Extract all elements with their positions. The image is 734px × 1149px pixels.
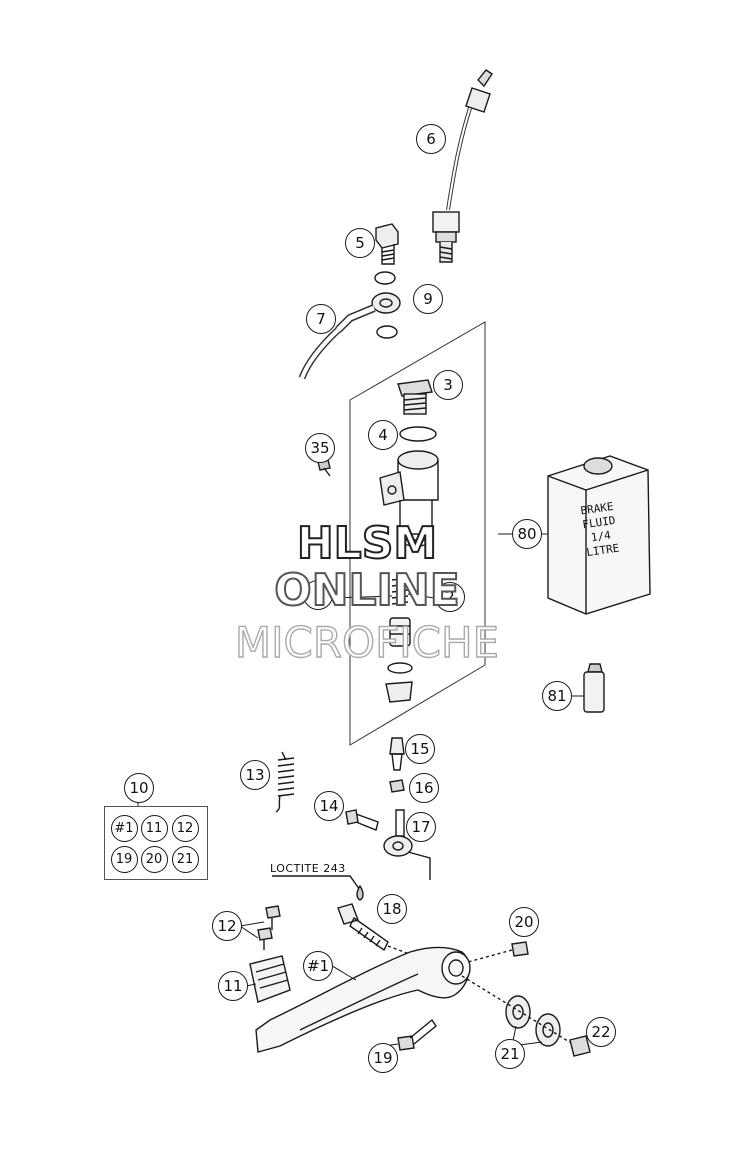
callout-1: 1 — [303, 580, 333, 610]
callout-11: 11 — [218, 971, 248, 1001]
reservoir-fitting-part — [397, 379, 433, 415]
washer-bottom — [376, 325, 398, 339]
callout-4: 4 — [368, 420, 398, 450]
loctite-tube-part — [583, 663, 605, 713]
brake-pedal-tip-part — [249, 955, 291, 1003]
callout-21: 21 — [495, 1039, 525, 1069]
brake-hose-part — [298, 292, 401, 380]
banjo-bolt-part — [375, 223, 399, 265]
kit-item-1: #1 — [110, 814, 138, 842]
callout-22: 22 — [586, 1017, 616, 1047]
callout-81: 81 — [542, 681, 572, 711]
assembly-panel — [349, 321, 486, 746]
callout-14: 14 — [314, 791, 344, 821]
piston-spring-part — [385, 577, 413, 703]
master-cylinder-body — [379, 450, 439, 547]
loctite-leader — [272, 875, 361, 891]
kit-item-12: 12 — [171, 814, 199, 842]
kit-item-19: 19 — [110, 845, 138, 873]
kit-item-21: 21 — [171, 845, 199, 873]
bolts-12-part — [257, 905, 281, 950]
callout-19: 19 — [368, 1043, 398, 1073]
brake-fluid-label: BRAKE FLUID 1/4 LITRE — [572, 499, 627, 561]
brake-pedal-part — [255, 946, 471, 1053]
callout-3: 3 — [433, 370, 463, 400]
callout-13: 13 — [240, 760, 270, 790]
brake-fluid-can-part — [547, 455, 651, 615]
callout-16: 16 — [409, 773, 439, 803]
callout-18: 18 — [377, 894, 407, 924]
callout-leaders — [137, 533, 600, 1047]
callout-10: 10 — [124, 773, 154, 803]
bearings-21-part — [461, 975, 577, 1047]
callout-80: 80 — [512, 519, 542, 549]
kit-item-20: 20 — [140, 845, 168, 873]
bolt-19-part — [397, 1018, 437, 1051]
rod-end-part — [383, 809, 431, 880]
washer-top — [374, 271, 396, 285]
callout-9: 9 — [413, 284, 443, 314]
callout-12: 12 — [212, 911, 242, 941]
bolt-14-part — [345, 809, 379, 831]
loctite-label: LOCTITE 243 — [270, 862, 346, 875]
kit-item-11: 11 — [140, 814, 168, 842]
callout-17: 17 — [406, 812, 436, 842]
callout-pedal-1: #1 — [303, 951, 333, 981]
brake-light-switch-part — [432, 69, 493, 263]
bushing-22-part — [569, 1035, 591, 1057]
callout-6: 6 — [416, 124, 446, 154]
callout-2: 2 — [435, 582, 465, 612]
callout-35: 35 — [305, 433, 335, 463]
pushrod-adjuster-part — [389, 737, 405, 771]
leader-20 — [467, 949, 513, 963]
callout-15: 15 — [405, 734, 435, 764]
o-ring-part — [399, 426, 437, 442]
loctite-drop — [356, 884, 364, 901]
nut-20-part — [511, 941, 529, 957]
callout-7: 7 — [306, 304, 336, 334]
nut-16-part — [389, 779, 405, 793]
return-spring-part — [275, 751, 295, 813]
callout-20: 20 — [509, 907, 539, 937]
callout-5: 5 — [345, 228, 375, 258]
